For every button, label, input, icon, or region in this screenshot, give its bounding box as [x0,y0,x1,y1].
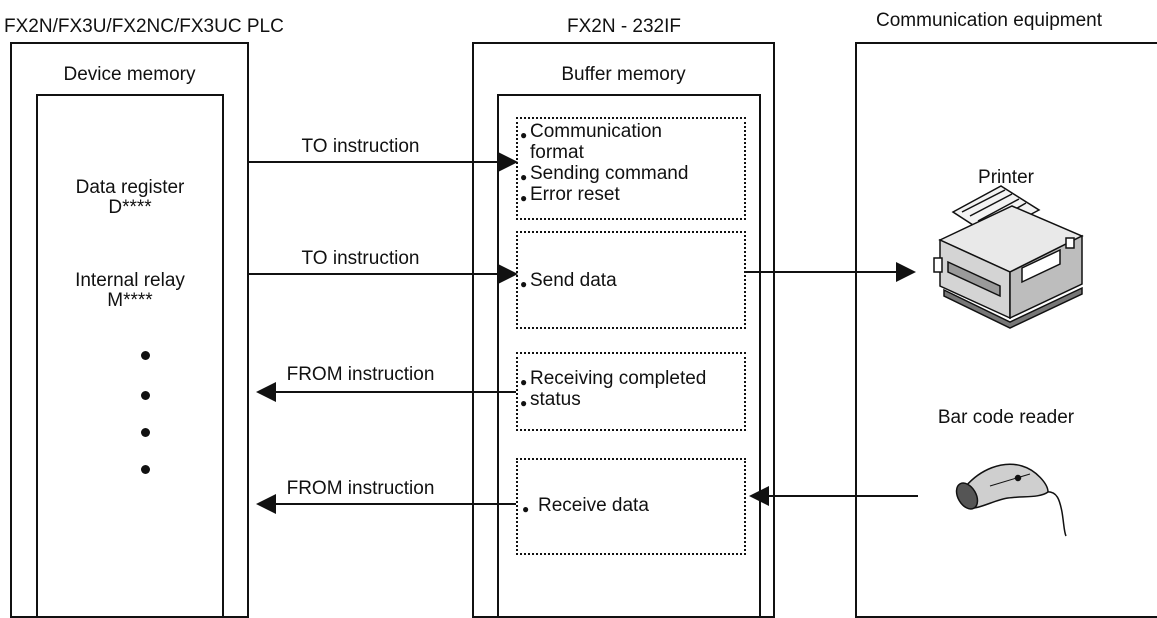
to-instruction-label-2: TO instruction [301,248,420,269]
ellipsis-dot [141,351,150,360]
device-memory-title: Device memory [63,64,196,85]
equipment-column-title: Communication equipment [876,10,1103,31]
data-register-code: D**** [108,197,152,218]
bullet-icon: ● [520,277,528,291]
from-arrow-2 [256,494,516,514]
to-instruction-label-1: TO instruction [301,136,420,157]
buffer-memory-title: Buffer memory [561,64,686,85]
plc-column-title: FX2N/FX3U/FX2NC/FX3UC PLC [4,16,284,37]
buffer-group-settings [516,117,746,220]
bullet-text: Send data [530,270,617,291]
buffer-group-send-data [516,231,746,329]
list-item: ● Communication [520,121,688,142]
receive-data-list: ● Receive data [522,495,649,516]
bullet-icon: ● [520,191,528,205]
bullet-text: Communication [530,121,662,142]
printer-label: Printer [978,167,1034,188]
internal-relay-code: M**** [107,290,153,311]
bullet-icon: ● [520,396,528,410]
ellipsis-dot [141,391,150,400]
list-item: ● Sending command [520,163,688,184]
barcode-reader-icon [955,463,1067,537]
list-item: ● Receive data [522,495,649,516]
ellipsis-dot [141,465,150,474]
bullet-icon: ● [520,128,528,142]
list-item: ● Error reset [520,184,688,205]
list-item: ● status [520,389,706,410]
buffer-group-receive-status [516,352,746,431]
receive-status-list: ● Receiving completed ● status [520,368,706,410]
data-register-label: Data register [75,177,185,198]
to-arrow-1 [249,152,518,172]
from-instruction-label-2: FROM instruction [286,478,435,499]
list-item: ● Send data [520,270,617,291]
bullet-icon: ● [522,502,530,516]
bullet-text: Error reset [530,184,620,205]
list-item-continuation: format [520,142,688,163]
from-instruction-label-1: FROM instruction [286,364,435,385]
internal-relay-label: Internal relay [75,270,185,291]
bullet-text: Sending command [530,163,689,184]
send-arrow [746,262,916,282]
module-column-title: FX2N - 232IF [566,16,682,37]
bullet-text: status [530,389,581,410]
send-data-list: ● Send data [520,270,617,291]
settings-list: ● Communication format ● Sending command… [520,121,688,205]
receive-arrow [749,486,918,506]
from-arrow-1 [256,382,516,402]
list-item: ● Receiving completed [520,368,706,389]
printer-icon [933,185,1084,329]
bullet-text: format [530,142,584,163]
bullet-text: Receiving completed [530,368,707,389]
bullet-icon: ● [520,375,528,389]
barcode-reader-label: Bar code reader [937,407,1075,428]
ellipsis-dot [141,428,150,437]
bullet-text: Receive data [538,495,649,516]
buffer-group-receive-data [516,458,746,555]
to-arrow-2 [249,264,518,284]
bullet-icon: ● [520,170,528,184]
